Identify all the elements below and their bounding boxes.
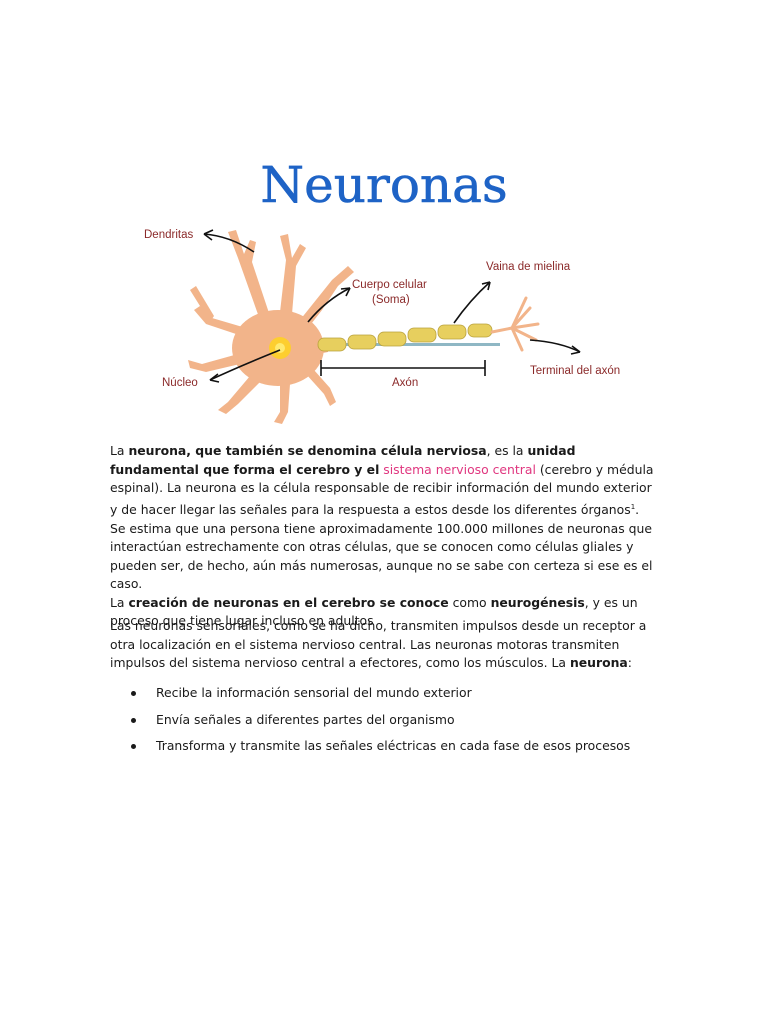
text-run: (cerebro y médula espinal). La neurona e…: [110, 461, 654, 517]
label-nucleo: Núcleo: [162, 377, 198, 389]
list-item-text: Transforma y transmite las señales eléct…: [156, 738, 631, 753]
label-dendritas: Dendritas: [144, 229, 193, 241]
bold-neurona: neurona, que también se denomina célula …: [128, 443, 487, 458]
myelin-sheath: [317, 323, 493, 352]
neuron-diagram: Neuronas: [110, 140, 658, 430]
intro-paragraph: La neurona, que también se denomina célu…: [110, 442, 658, 631]
arrow-dendritas: [203, 233, 255, 253]
diagram-title: Neuronas: [260, 156, 507, 214]
arrow-cuerpo: [307, 287, 351, 323]
bold-neurona-2: neurona: [569, 655, 628, 671]
text-run: La: [110, 594, 129, 610]
label-soma: (Soma): [372, 294, 410, 306]
text-run: La: [110, 443, 129, 458]
intro-text: La neurona, que también se denomina célu…: [110, 442, 658, 520]
label-cuerpo-celular: Cuerpo celular: [352, 279, 427, 291]
bold-neurogenesis: neurogénesis: [490, 594, 585, 610]
axon-span: [320, 360, 486, 376]
bullet-icon: [131, 691, 136, 696]
neurogenesis-text: La creación de neuronas en el cerebro se…: [110, 594, 658, 631]
bullet-icon: [131, 744, 136, 749]
text-run: .: [635, 501, 640, 517]
text-run: :: [627, 655, 632, 671]
bold-unidad: unidad fundamental que forma el cerebro …: [110, 443, 576, 477]
list-item: Transforma y transmite las señales eléct…: [110, 737, 658, 764]
neuron-types-paragraph: Las neuronas sensoriales, como se ha dic…: [110, 617, 658, 673]
footnote-ref[interactable]: 1: [630, 502, 636, 511]
text-run: como: [448, 594, 491, 610]
text-run: Las neuronas sensoriales, como se ha dic…: [110, 618, 647, 671]
list-item: Envía señales a diferentes partes del or…: [110, 711, 658, 738]
label-vaina-mielina: Vaina de mielina: [486, 261, 571, 273]
axon-line: [318, 343, 500, 346]
bold-creacion: creación de neuronas en el cerebro se co…: [128, 594, 449, 610]
text-run: , y es un proceso que tiene lugar inclus…: [110, 594, 638, 629]
arrow-vaina: [453, 281, 491, 324]
axon-terminal: [490, 296, 540, 352]
bullet-icon: [131, 717, 136, 723]
list-item-text: Envía señales a diferentes partes del or…: [156, 711, 455, 727]
label-terminal-axon: Terminal del axón: [530, 365, 620, 377]
neuron-types-text: Las neuronas sensoriales, como se ha dic…: [110, 617, 658, 673]
link-sistema-nervioso[interactable]: sistema nervioso central: [383, 461, 536, 477]
text-run: , es la: [486, 443, 528, 458]
label-axon: Axón: [392, 377, 418, 389]
neuron-count-text: Se estima que una persona tiene aproxima…: [110, 520, 653, 592]
functions-list: Recibe la información sensorial del mund…: [110, 684, 658, 764]
list-item-text: Recibe la información sensorial del mund…: [156, 685, 472, 700]
list-item: Recibe la información sensorial del mund…: [110, 684, 658, 711]
arrow-nucleo: [209, 349, 281, 381]
